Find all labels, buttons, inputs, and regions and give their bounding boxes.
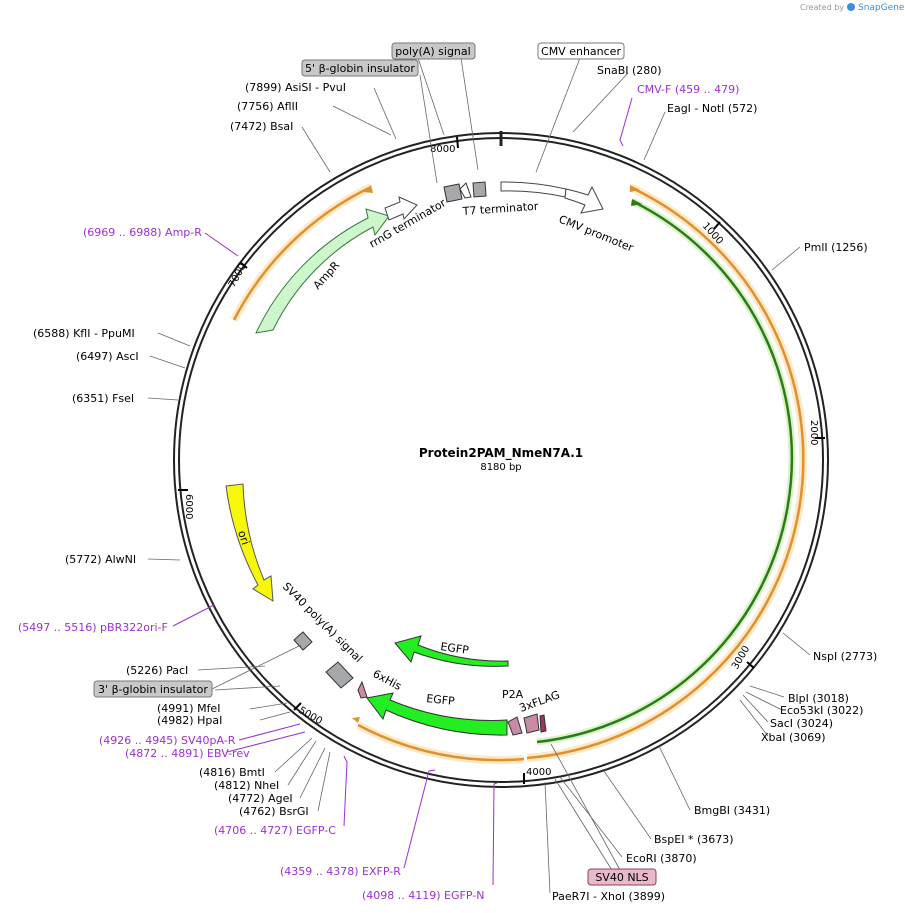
tick-6000: 6000	[183, 494, 194, 519]
site-agei: (4772) AgeI	[228, 792, 293, 805]
site-blpi: BlpI (3018)	[788, 692, 849, 705]
sv40-polya-block-2	[325, 661, 354, 689]
site-bsai: (7472) BsaI	[230, 120, 293, 133]
site-fsei: (6351) FseI	[72, 392, 134, 405]
site-hpai: (4982) HpaI	[157, 714, 222, 727]
rrng-terminator-feature	[384, 196, 418, 221]
poly-a-signal-block	[443, 183, 463, 203]
site-kfli-ppumi: (6588) KflI - PpuMI	[33, 327, 135, 340]
egfp-outer-feature	[366, 692, 508, 736]
primer-egfp-n: (4098 .. 4119) EGFP-N	[362, 889, 484, 902]
poly-a-signal-box	[391, 42, 476, 60]
sv40-polya-label: SV40 poly(A) signal	[280, 580, 365, 665]
p2a-feature	[507, 716, 523, 736]
3-globin-insulator-box-label: 3' β-globin insulator	[98, 683, 208, 696]
snapgene-brand: SnapGene	[858, 3, 905, 13]
ori-feature	[225, 483, 274, 602]
sv40-nls-box	[587, 868, 657, 886]
site-nhei: (4812) NheI	[214, 779, 279, 792]
primer-egfp-c: (4706 .. 4727) EGFP-C	[214, 824, 336, 837]
cmv-enhancer-box-label: CMV enhancer	[541, 45, 621, 58]
site-nspi: NspI (2773)	[813, 650, 877, 663]
cmv-enhancer-feature	[500, 181, 567, 198]
site-saci: SacI (3024)	[770, 717, 833, 730]
plasmid-length: 8180 bp	[480, 462, 521, 473]
orange-arc-left	[232, 185, 372, 321]
sv40-polya-block-1	[293, 631, 313, 651]
globin-insulator-block	[472, 181, 487, 198]
site-bmti: (4816) BmtI	[199, 766, 265, 779]
cmv-promoter-feature	[564, 185, 604, 214]
site-xbai: XbaI (3069)	[761, 731, 826, 744]
primer-sv40pa-r: (4926 .. 4945) SV40pA-R	[99, 734, 236, 747]
site-asci: (6497) AscI	[76, 350, 139, 363]
orange-arc-right	[526, 185, 805, 760]
site-eco53ki: Eco53kI (3022)	[780, 704, 863, 717]
tick-5000: 5000	[297, 705, 325, 727]
3-globin-insulator-box	[93, 680, 213, 698]
primer-exfp-r: (4359 .. 4378) EXFP-R	[280, 865, 401, 878]
5-globin-insulator-box-label: 5' β-globin insulator	[305, 62, 415, 75]
primer-amp-r: (6969 .. 6988) Amp-R	[83, 226, 202, 239]
site-mfei: (4991) MfeI	[157, 702, 220, 715]
3xflag-feature	[523, 713, 540, 734]
site-asisi-pvui: (7899) AsiSI - PvuI	[245, 81, 346, 94]
primer-ebv-rev: (4872 .. 4891) EBV-rev	[125, 747, 250, 760]
egfp-inner-feature	[394, 635, 509, 667]
primer-cmv-f: CMV-F (459 .. 479)	[637, 83, 739, 96]
sv40-nls-box-label: SV40 NLS	[595, 871, 648, 884]
site-pmli: PmlI (1256)	[804, 241, 868, 254]
site-ecori: EcoRI (3870)	[626, 852, 697, 865]
3xflag-label: 3xFLAG	[518, 688, 562, 715]
sv40-nls-feature	[539, 714, 547, 733]
site-bspei: BspEI * (3673)	[654, 833, 734, 846]
cmv-enhancer-box	[537, 42, 625, 60]
egfp-outer-label: EGFP	[426, 692, 456, 708]
snapgene-logo-icon	[847, 3, 855, 11]
orange-arc-bottom	[357, 723, 525, 762]
tick-2000: 2000	[808, 420, 819, 445]
6xhis-feature	[357, 680, 368, 699]
5-globin-insulator-box	[301, 59, 419, 77]
site-eagi-noti: EagI - NotI (572)	[667, 102, 757, 115]
plasmid-name: Protein2PAM_NmeN7A.1	[419, 446, 583, 461]
t7-terminator-feature	[459, 182, 472, 199]
primer-pbr322ori-f: (5497 .. 5516) pBR322ori-F	[18, 621, 168, 634]
site-snabi: SnaBI (280)	[597, 64, 662, 77]
t7-terminator-label: T7 terminator	[461, 200, 539, 218]
site-paci: (5226) PacI	[126, 664, 188, 677]
site-bsrgi: (4762) BsrGI	[239, 805, 309, 818]
green-arc	[536, 199, 794, 744]
p2a-label: P2A	[502, 688, 524, 701]
6xhis-label: 6xHis	[371, 667, 404, 693]
cmv-promoter-label: CMV promoter	[557, 213, 636, 255]
tick-4000: 4000	[526, 767, 551, 778]
ori-label: ori	[235, 529, 252, 547]
site-aflii: (7756) AflII	[237, 100, 298, 113]
created-by-text: Created by	[800, 3, 844, 12]
tick-8000: 8000	[430, 144, 455, 155]
egfp-inner-label: EGFP	[440, 640, 470, 657]
backbone-inner	[178, 137, 824, 783]
site-paer7i-xhoi: PaeR7I - XhoI (3899)	[552, 890, 665, 903]
backbone-outer	[173, 132, 829, 788]
site-bmgbi: BmgBI (3431)	[694, 804, 770, 817]
site-alwni: (5772) AlwNI	[65, 553, 136, 566]
poly-a-signal-box-label: poly(A) signal	[395, 45, 470, 58]
